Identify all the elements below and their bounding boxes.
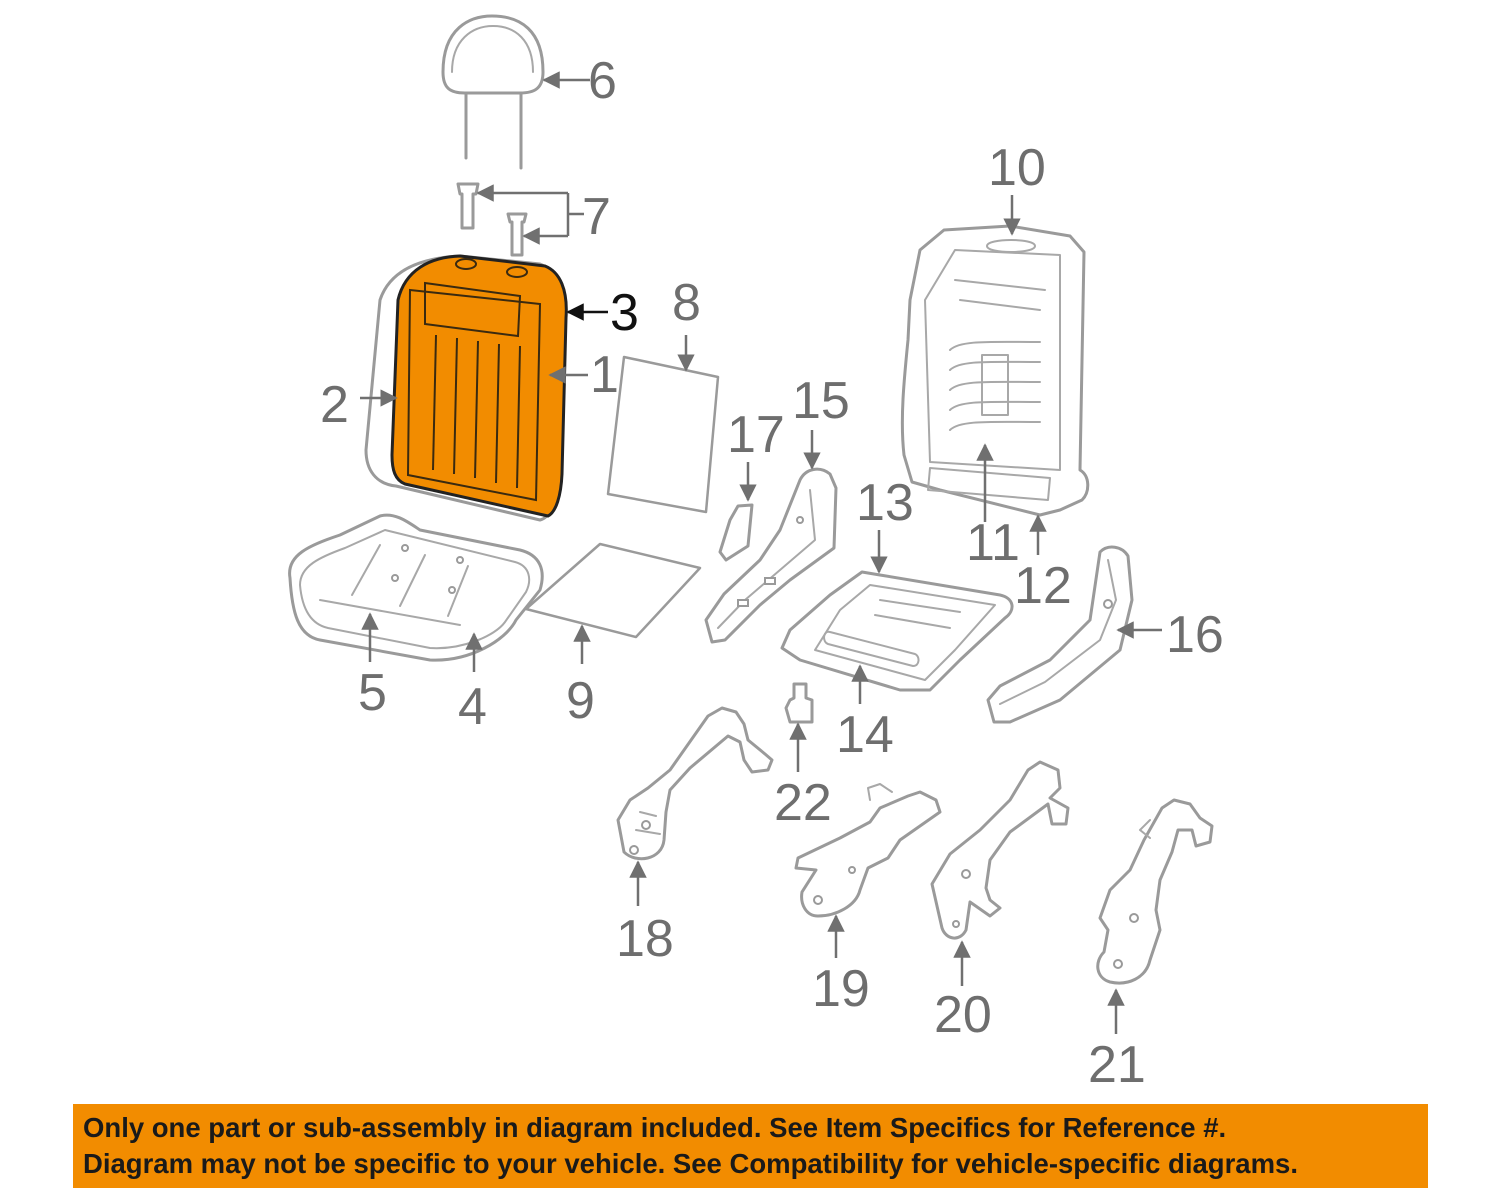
callout-9: 9 [566, 672, 595, 730]
disclaimer-line-1: Only one part or sub-assembly in diagram… [83, 1112, 1227, 1143]
callout-8: 8 [672, 274, 701, 332]
callout-16: 16 [1166, 606, 1224, 664]
callout-21: 21 [1088, 1036, 1146, 1094]
part-19-track [794, 783, 942, 918]
leader-lines [360, 71, 1162, 1034]
disclaimer-banner: Only one part or sub-assembly in diagram… [73, 1104, 1428, 1188]
part-9-cushion-pad [524, 542, 702, 639]
callout-5: 5 [358, 664, 387, 722]
part-6-headrest [441, 14, 545, 170]
callout-15: 15 [792, 372, 850, 430]
disclaimer-line-2: Diagram may not be specific to your vehi… [83, 1148, 1298, 1179]
part-4-seat-cushion [288, 513, 544, 662]
part-3-seatback-panel-highlighted [390, 254, 568, 518]
callout-1: 1 [590, 346, 619, 404]
leader-7-bracket [566, 193, 584, 236]
part-17-trim-piece [718, 503, 754, 562]
callout-6: 6 [588, 52, 617, 110]
part-7-headrest-guides [456, 182, 528, 257]
callout-14: 14 [836, 706, 894, 764]
callout-20: 20 [934, 986, 992, 1044]
callout-22: 22 [774, 774, 832, 832]
part-22-clip [784, 682, 814, 724]
callout-3: 3 [610, 284, 639, 342]
callout-17: 17 [727, 406, 785, 464]
part-18-track [616, 706, 774, 861]
callout-2: 2 [320, 376, 349, 434]
callout-18: 18 [616, 910, 674, 968]
callout-numbers: 6 7 3 1 2 8 17 15 10 11 12 13 14 16 5 4 … [320, 52, 1224, 1094]
part-10-seatback-frame [900, 224, 1090, 517]
callout-4: 4 [458, 678, 487, 736]
callout-10: 10 [988, 139, 1046, 197]
callout-12: 12 [1014, 557, 1072, 615]
callout-13: 13 [856, 474, 914, 532]
part-20-track [930, 760, 1070, 940]
part-21-track [1096, 798, 1214, 985]
part-16-side-trim [986, 545, 1134, 724]
callout-19: 19 [812, 960, 870, 1018]
part-15-side-shield [704, 467, 838, 644]
callout-11: 11 [966, 514, 1020, 572]
part-8-seatback-pad [606, 355, 720, 514]
part-13-cushion-frame [780, 570, 1014, 692]
callout-7: 7 [582, 188, 611, 246]
